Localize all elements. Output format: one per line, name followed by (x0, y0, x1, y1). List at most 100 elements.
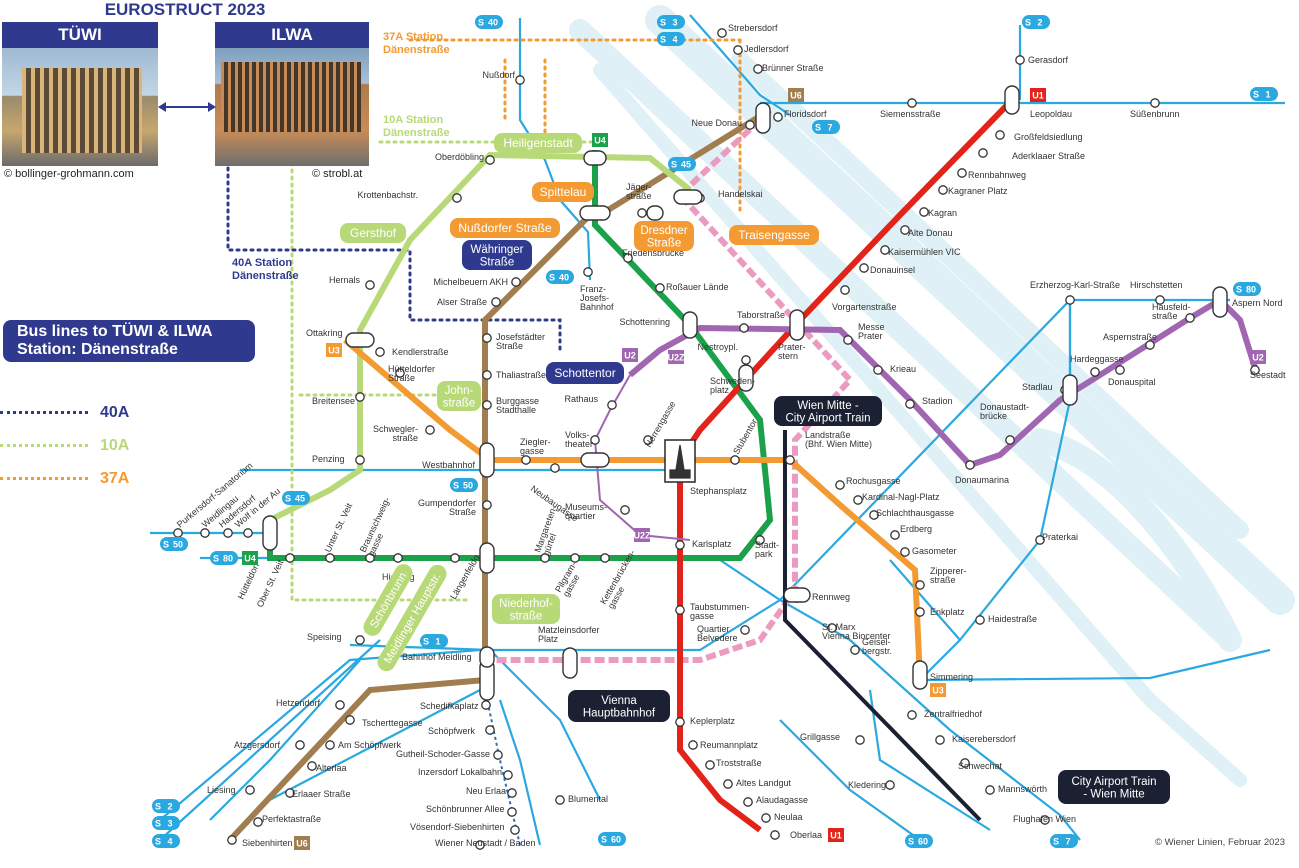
station-dot[interactable] (995, 130, 1005, 140)
station-dot[interactable] (975, 615, 985, 625)
station-dot[interactable] (493, 750, 503, 760)
station-dot[interactable] (173, 528, 183, 538)
station-dot[interactable] (835, 480, 845, 490)
station-dot[interactable] (425, 425, 435, 435)
station-dot[interactable] (745, 120, 755, 130)
station-dot[interactable] (285, 788, 295, 798)
station-dot[interactable] (482, 400, 492, 410)
station-dot[interactable] (1250, 365, 1260, 375)
station-dot[interactable] (307, 761, 317, 771)
station-dot[interactable] (510, 825, 520, 835)
station-dot[interactable] (450, 553, 460, 563)
station-dot[interactable] (482, 500, 492, 510)
station-dot[interactable] (335, 700, 345, 710)
station-dot[interactable] (507, 807, 517, 817)
station-dot[interactable] (915, 607, 925, 617)
station-dot[interactable] (985, 785, 995, 795)
interchange-marker[interactable] (789, 309, 805, 341)
station-dot[interactable] (485, 155, 495, 165)
interchange-marker[interactable] (580, 452, 610, 468)
station-dot[interactable] (515, 75, 525, 85)
station-dot[interactable] (675, 717, 685, 727)
station-dot[interactable] (840, 285, 850, 295)
interchange-marker[interactable] (479, 646, 495, 668)
station-dot[interactable] (600, 553, 610, 563)
station-dot[interactable] (859, 263, 869, 273)
station-dot[interactable] (570, 553, 580, 563)
station-dot[interactable] (481, 700, 491, 710)
station-dot[interactable] (555, 795, 565, 805)
station-dot[interactable] (743, 797, 753, 807)
station-dot[interactable] (935, 735, 945, 745)
interchange-marker[interactable] (912, 660, 928, 690)
interchange-marker[interactable] (479, 442, 495, 478)
station-dot[interactable] (1015, 55, 1025, 65)
station-dot[interactable] (717, 28, 727, 38)
station-dot[interactable] (723, 779, 733, 789)
station-dot[interactable] (905, 399, 915, 409)
station-dot[interactable] (900, 547, 910, 557)
station-dot[interactable] (1185, 313, 1195, 323)
station-dot[interactable] (919, 207, 929, 217)
interchange-marker[interactable] (738, 364, 754, 392)
station-dot[interactable] (753, 64, 763, 74)
station-dot[interactable] (1155, 295, 1165, 305)
station-dot[interactable] (900, 225, 910, 235)
station-dot[interactable] (1145, 340, 1155, 350)
station-dot[interactable] (773, 112, 783, 122)
station-dot[interactable] (960, 758, 970, 768)
interchange-marker[interactable] (673, 189, 703, 205)
station-dot[interactable] (675, 605, 685, 615)
station-dot[interactable] (1005, 435, 1015, 445)
station-dot[interactable] (452, 193, 462, 203)
station-dot[interactable] (550, 463, 560, 473)
station-dot[interactable] (705, 760, 715, 770)
station-dot[interactable] (741, 355, 751, 365)
station-dot[interactable] (325, 553, 335, 563)
station-dot[interactable] (355, 455, 365, 465)
station-dot[interactable] (978, 148, 988, 158)
station-dot[interactable] (491, 297, 501, 307)
station-dot[interactable] (485, 725, 495, 735)
interchange-marker[interactable] (1062, 374, 1078, 406)
station-dot[interactable] (1090, 367, 1100, 377)
station-dot[interactable] (620, 505, 630, 515)
interchange-marker[interactable] (755, 102, 771, 134)
station-dot[interactable] (957, 168, 967, 178)
station-dot[interactable] (393, 553, 403, 563)
station-dot[interactable] (375, 347, 385, 357)
station-dot[interactable] (345, 715, 355, 725)
station-dot[interactable] (482, 333, 492, 343)
interchange-marker[interactable] (345, 332, 375, 348)
station-dot[interactable] (730, 455, 740, 465)
station-dot[interactable] (285, 553, 295, 563)
station-dot[interactable] (740, 625, 750, 635)
station-dot[interactable] (855, 735, 865, 745)
station-dot[interactable] (827, 623, 837, 633)
station-dot[interactable] (907, 710, 917, 720)
station-dot[interactable] (965, 460, 975, 470)
station-dot[interactable] (770, 830, 780, 840)
station-dot[interactable] (688, 740, 698, 750)
station-dot[interactable] (755, 535, 765, 545)
station-dot[interactable] (223, 528, 233, 538)
station-dot[interactable] (253, 817, 263, 827)
station-dot[interactable] (295, 740, 305, 750)
station-dot[interactable] (850, 645, 860, 655)
station-dot[interactable] (873, 365, 883, 375)
station-dot[interactable] (540, 553, 550, 563)
station-dot[interactable] (761, 813, 771, 823)
station-dot[interactable] (880, 245, 890, 255)
interchange-marker[interactable] (1004, 85, 1020, 115)
interchange-marker[interactable] (646, 205, 664, 221)
station-dot[interactable] (325, 740, 335, 750)
station-dot[interactable] (843, 335, 853, 345)
station-dot[interactable] (1035, 535, 1045, 545)
station-dot[interactable] (245, 785, 255, 795)
station-dot[interactable] (521, 455, 531, 465)
station-dot[interactable] (475, 840, 485, 850)
station-dot[interactable] (503, 770, 513, 780)
station-dot[interactable] (655, 283, 665, 293)
interchange-marker[interactable] (579, 205, 611, 221)
station-dot[interactable] (938, 185, 948, 195)
